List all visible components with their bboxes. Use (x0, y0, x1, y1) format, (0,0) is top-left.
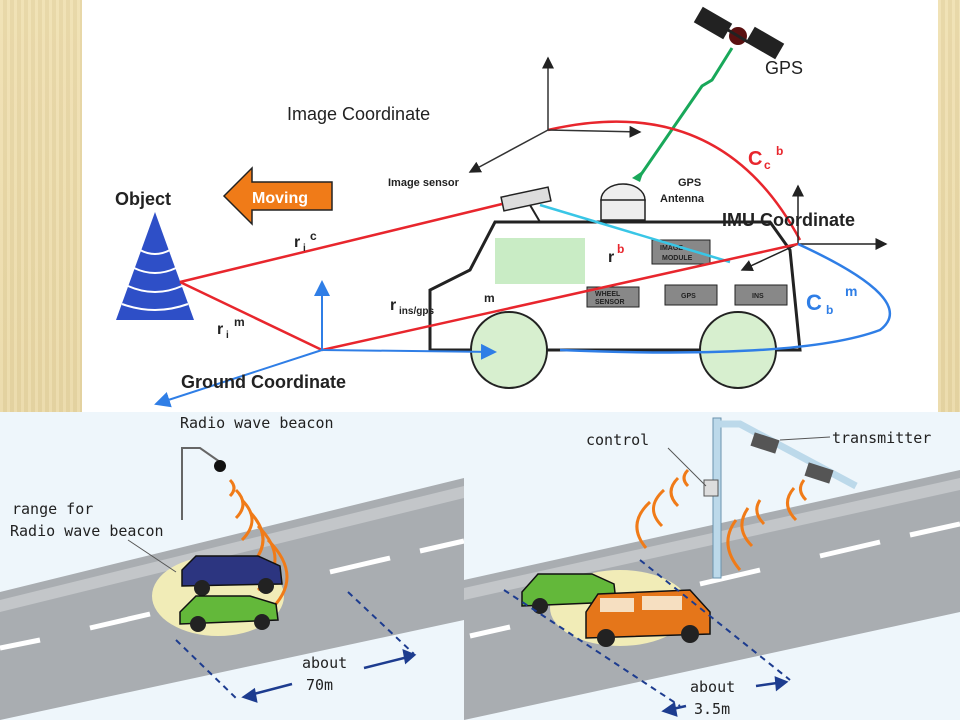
distance-label-right-2: 3.5m (694, 700, 730, 718)
imu-coordinate-axes (740, 184, 888, 272)
gps-antenna-label-2: Antenna (660, 193, 705, 205)
distance-arrows-left (241, 649, 417, 703)
r-i-m-sup: m (234, 315, 245, 329)
transmitter-label: transmitter (832, 429, 931, 447)
wheel-sensor-label-1: WHEEL (595, 291, 621, 298)
distance-label-right-1: about (690, 678, 735, 696)
distance-label-left-2: 70m (306, 676, 333, 694)
c-c-b-curve (547, 120, 802, 241)
range-dashed-lines-left (175, 591, 415, 701)
gps-satellite-icon (693, 6, 785, 60)
wheel-sensor-label-2: SENSOR (595, 299, 625, 306)
control-label: control (586, 431, 649, 449)
c-c-b-sub: c (764, 158, 771, 172)
image-coordinate-label: Image Coordinate (287, 104, 430, 124)
image-module-label-1: IMAGE (660, 245, 683, 252)
r-ins-gps-label: r (390, 297, 396, 314)
distance-label-left-1: about (302, 654, 347, 672)
control-leader-line (667, 447, 707, 487)
c-b-m-sup: m (845, 283, 857, 299)
gps-box-label: GPS (681, 293, 696, 300)
image-sensor-label: Image sensor (388, 177, 460, 189)
range-label-1: range for (12, 500, 93, 518)
c-b-m-sub: b (826, 303, 833, 317)
top-panel: GPS C c b Image Coordinate Object (82, 0, 938, 412)
red-vectors (179, 202, 799, 352)
range-leader-line (127, 539, 177, 573)
moving-label: Moving (252, 190, 308, 207)
object-tower-icon (116, 212, 194, 320)
c-c-b-label: C (748, 148, 762, 170)
moving-arrow (222, 166, 333, 226)
r-ins-gps-sup: m (484, 291, 495, 305)
image-module-label-2: MODULE (662, 255, 693, 262)
r-i-c-sub: i (303, 243, 306, 254)
sensor-to-module-line (539, 203, 731, 264)
bottom-right-panel: control transmitter about 3.5m (464, 412, 960, 720)
r-i-m-sub: i (226, 330, 229, 341)
ins-box-label: INS (752, 293, 764, 300)
ground-coordinate-label: Ground Coordinate (181, 372, 346, 392)
transmitter-waves (635, 468, 808, 571)
transmitter-leader-line (779, 436, 831, 441)
r-ins-gps-sub: ins/gps (399, 306, 434, 317)
transmitter-icon-2 (804, 462, 834, 484)
r-b-sup: b (617, 242, 624, 256)
r-i-c-sup: c (310, 229, 317, 243)
c-c-b-sup: b (776, 144, 783, 158)
bottom-left-panel: Radio wave beacon range for Radio wave b… (0, 412, 465, 720)
beacon-label: Radio wave beacon (180, 414, 334, 432)
car-orange-right (585, 589, 711, 647)
imu-coordinate-label: IMU Coordinate (722, 210, 855, 230)
r-i-m-label: r (217, 321, 223, 338)
transmitter-icon (750, 432, 780, 454)
transmitter-gantry (703, 417, 858, 579)
range-label-2: Radio wave beacon (10, 522, 164, 540)
object-label: Object (115, 189, 171, 209)
r-b-label: r (608, 249, 614, 266)
control-box-icon (703, 479, 719, 497)
c-b-m-label: C (806, 290, 822, 315)
ground-coordinate-axes (154, 280, 497, 408)
gps-antenna-label-1: GPS (678, 177, 701, 189)
image-coordinate-axes (468, 56, 642, 173)
r-i-c-label: r (294, 234, 300, 251)
gps-label: GPS (765, 58, 803, 78)
gps-signal-line (638, 47, 734, 177)
car-green (179, 595, 279, 632)
car-blue (181, 555, 283, 596)
beacon-icon (214, 460, 226, 472)
distance-arrows-right (661, 676, 789, 717)
beacon-pole (181, 447, 221, 520)
range-dashed-lines-right (503, 559, 791, 707)
c-b-m-curve (559, 242, 892, 354)
